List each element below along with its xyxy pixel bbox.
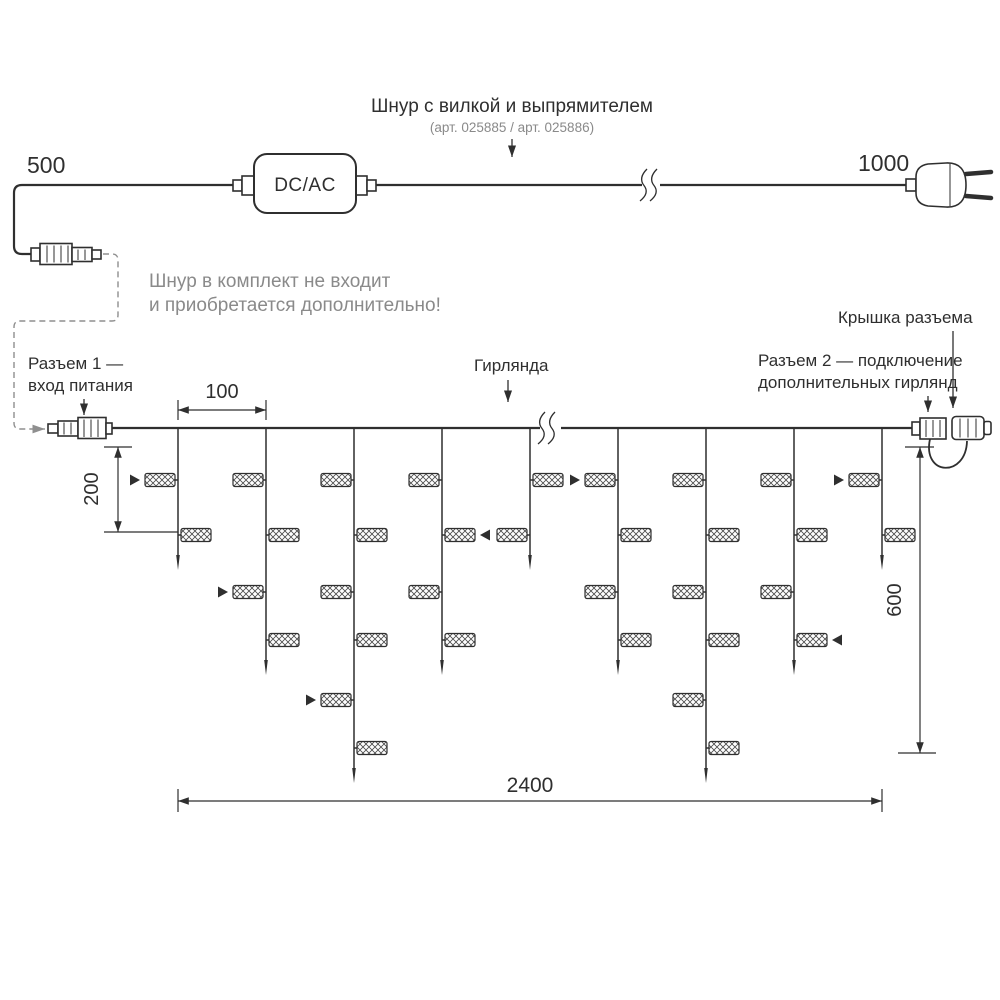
adapter-label: DC/AC (274, 175, 336, 196)
led-bulb (672, 692, 704, 708)
optional-cord-dashed-route (13, 253, 119, 430)
led-bulb (760, 472, 792, 488)
led-bulb (708, 527, 740, 543)
flash-marker-icon (832, 634, 842, 646)
flash-marker-icon (834, 474, 844, 486)
dimension-2400: 2400 (177, 774, 883, 812)
flash-marker-icon (570, 474, 580, 486)
drops-layer (130, 428, 916, 783)
led-bulb (144, 472, 176, 488)
garland-assembly: 100 200 600 2400 (47, 381, 992, 812)
led-bulb (444, 632, 476, 648)
led-bulb (320, 472, 352, 488)
led-bulb (672, 472, 704, 488)
garland-drop (218, 428, 300, 675)
cord-title: Шнур с вилкой и выпрямителем (371, 96, 653, 117)
flash-marker-icon (480, 529, 490, 541)
drop-tip (880, 555, 884, 570)
led-bulb (672, 584, 704, 600)
flash-marker-icon (130, 474, 140, 486)
wire-break-symbol-garland (537, 411, 556, 445)
note-line1: Шнур в комплект не входит (149, 271, 391, 292)
led-bulb (796, 632, 828, 648)
garland-drop (672, 428, 740, 783)
drop-tip (792, 660, 796, 675)
led-bulb (708, 632, 740, 648)
led-bulb (268, 632, 300, 648)
dcac-adapter: DC/AC (232, 153, 377, 214)
wire-break-symbol-top (639, 168, 658, 202)
dim-2400-label: 2400 (507, 774, 554, 797)
led-bulb (180, 527, 212, 543)
dim-100-label: 100 (205, 381, 238, 403)
flash-marker-icon (218, 586, 228, 598)
led-bulb (884, 527, 916, 543)
cord-wire-left (12, 183, 246, 256)
garland-label: Гирлянда (474, 356, 549, 375)
garland-drop (760, 428, 842, 675)
dim-200-label: 200 (81, 472, 103, 505)
led-bulb (496, 527, 528, 543)
output-connector-and-cap (911, 415, 992, 469)
led-bulb (408, 584, 440, 600)
led-bulb (532, 472, 564, 488)
led-bulb (620, 527, 652, 543)
dimension-100: 100 (177, 381, 267, 420)
mains-plug (905, 162, 994, 208)
connector2-label-line1: Разъем 2 — подключение (758, 351, 963, 370)
led-bulb (268, 527, 300, 543)
led-bulb (408, 472, 440, 488)
led-bulb (620, 632, 652, 648)
cord-output-connector (30, 242, 102, 266)
dimension-600: 600 (884, 446, 936, 754)
cord-subtitle: (арт. 025885 / арт. 025886) (430, 120, 594, 135)
garland-drop (306, 428, 388, 783)
drop-tip (616, 660, 620, 675)
dim-1000-label: 1000 (858, 150, 909, 176)
flash-marker-icon (306, 694, 316, 706)
garland-drop (408, 428, 490, 675)
led-bulb (356, 527, 388, 543)
input-connector (47, 416, 113, 440)
cap-tether-loop (928, 438, 968, 469)
garland-drop (834, 428, 916, 570)
drop-tip (352, 768, 356, 783)
led-bulb (760, 584, 792, 600)
drop-tip (528, 555, 532, 570)
plug-prong-bottom (963, 193, 994, 201)
garland-drop (130, 428, 212, 570)
power-cord-assembly: Шнур с вилкой и выпрямителем (арт. 02588… (12, 96, 994, 434)
drop-tip (176, 555, 180, 570)
dim-600-label: 600 (884, 583, 906, 616)
led-bulb (320, 584, 352, 600)
connector2-label-line2: дополнительных гирлянд (758, 373, 958, 392)
led-bulb (356, 740, 388, 756)
dimension-200: 200 (81, 446, 178, 533)
drop-tip (264, 660, 268, 675)
dim-500-label: 500 (27, 152, 65, 178)
led-bulb (584, 472, 616, 488)
cap-label: Крышка разъема (838, 308, 973, 327)
drop-tip (704, 768, 708, 783)
led-bulb (584, 584, 616, 600)
led-bulb (320, 692, 352, 708)
drop-tip (440, 660, 444, 675)
led-bulb (848, 472, 880, 488)
led-bulb (232, 472, 264, 488)
garland-drop (570, 428, 652, 675)
note-line2: и приобретается дополнительно! (149, 295, 441, 316)
led-bulb (708, 740, 740, 756)
garland-drop (496, 428, 564, 570)
led-bulb (444, 527, 476, 543)
plug-prong-top (963, 169, 994, 177)
led-bulb (796, 527, 828, 543)
led-bulb (356, 632, 388, 648)
connector1-label-line2: вход питания (28, 376, 133, 395)
garland-callouts: Разъем 1 — вход питания Гирлянда Крышка … (28, 308, 973, 415)
connector1-label-line1: Разъем 1 — (28, 354, 123, 373)
led-bulb (232, 584, 264, 600)
